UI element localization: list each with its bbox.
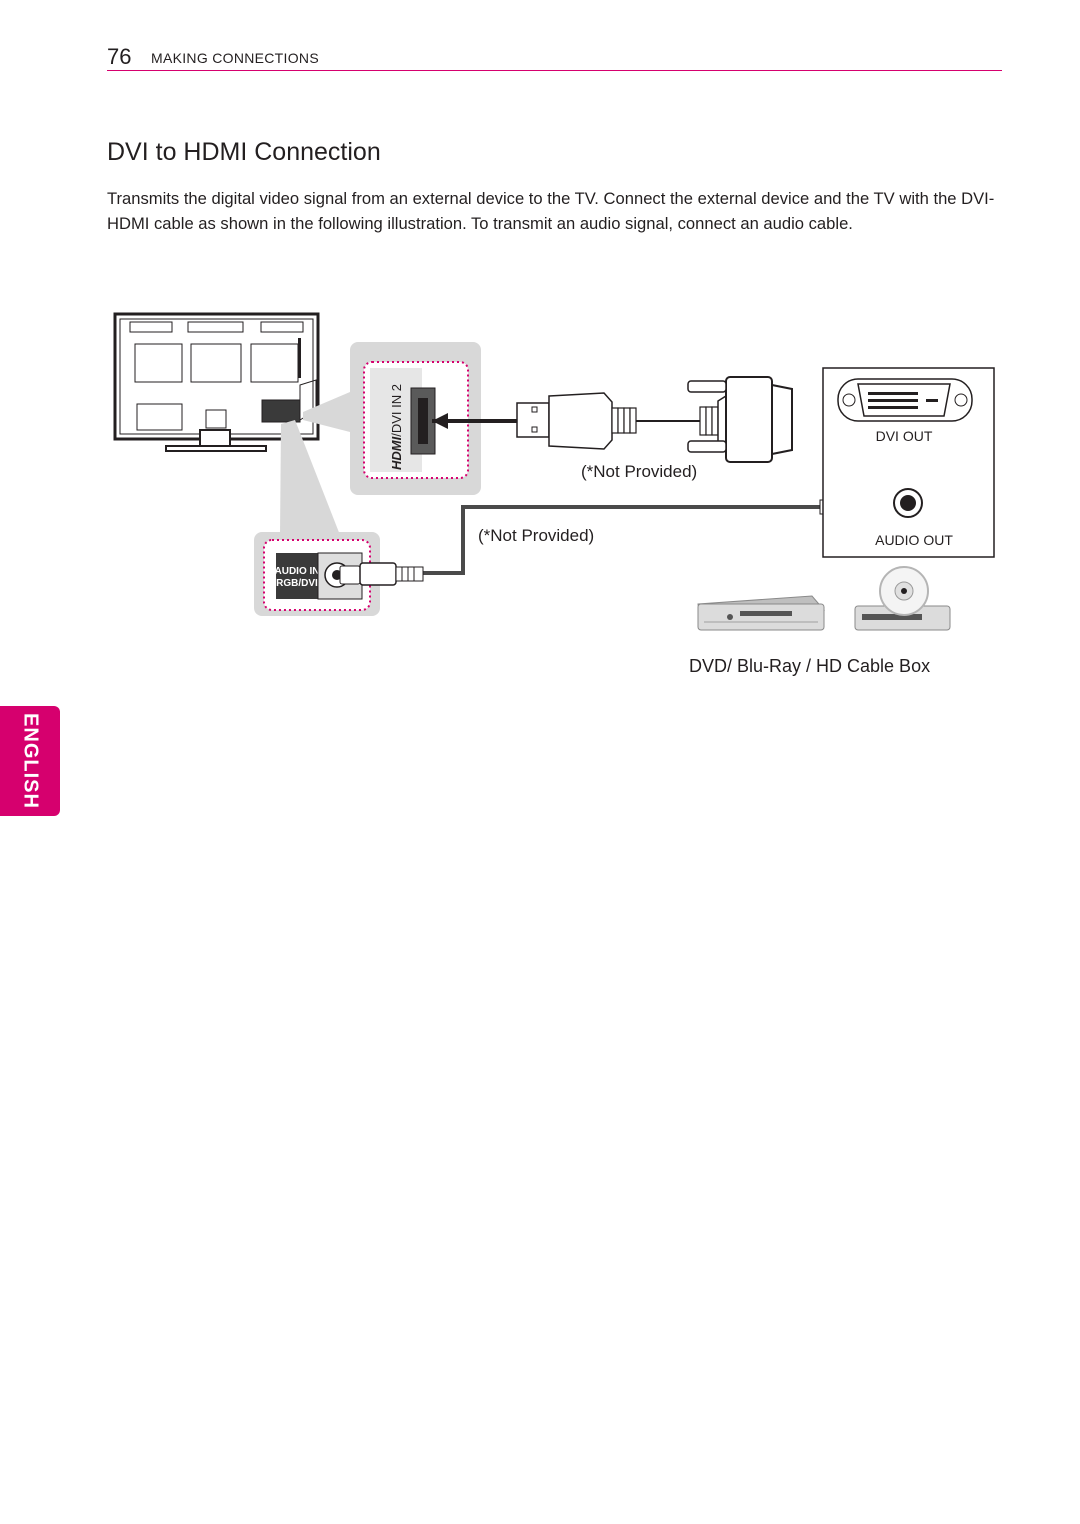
dvd-player-illustration: [697, 595, 826, 631]
page-title: DVI to HDMI Connection: [107, 138, 381, 166]
bluray-player-illustration: [854, 566, 951, 631]
page-number: 76: [107, 44, 132, 69]
language-tab: ENGLISH: [0, 706, 60, 816]
page-header: 76 MAKING CONNECTIONS: [107, 44, 1002, 71]
audio-cable-note: (*Not Provided): [478, 526, 594, 545]
hdmi-port-callout: HDMI/DVI IN 2: [350, 342, 481, 495]
language-tab-label: ENGLISH: [19, 713, 42, 809]
audio-in-callout: AUDIO IN (RGB/DVI): [254, 532, 424, 616]
dvi-out-label: DVI OUT: [876, 428, 933, 444]
audio-in-sublabel: (RGB/DVI): [273, 578, 321, 589]
tv-rear-illustration: [113, 312, 320, 452]
dvi-hdmi-cable: [432, 376, 793, 463]
devices-caption: DVD/ Blu-Ray / HD Cable Box: [689, 656, 930, 676]
connection-diagram: HDMI/DVI IN 2 (*Not Provided) (*Not: [113, 312, 995, 676]
hdmi-dvi-in-label: HDMI/DVI IN 2: [389, 384, 404, 470]
dvi-cable-note: (*Not Provided): [581, 462, 697, 481]
audio-out-label: AUDIO OUT: [875, 532, 953, 548]
audio-in-label: AUDIO IN: [275, 566, 320, 577]
body-paragraph: Transmits the digital video signal from …: [107, 189, 995, 233]
section-name: MAKING CONNECTIONS: [151, 50, 319, 66]
device-panel: DVI OUT AUDIO OUT: [822, 367, 995, 558]
